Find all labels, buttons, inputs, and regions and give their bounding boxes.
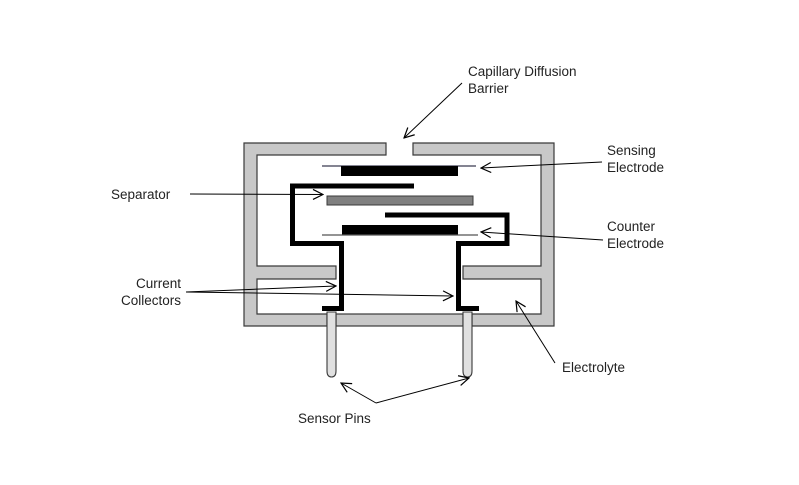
label-counter-line2: Electrode	[607, 236, 664, 251]
label-sensor-pins: Sensor Pins	[298, 411, 371, 426]
counter-electrode-body	[342, 225, 458, 235]
pin-arrow-left	[341, 383, 377, 404]
separator-arrow	[189, 194, 323, 195]
counter-arrow	[481, 232, 604, 241]
pin-arrow-right	[375, 378, 469, 404]
current-collector-right	[385, 212, 510, 311]
collector-arrow-right	[185, 292, 453, 296]
current-collector-left	[290, 183, 414, 311]
labels: Capillary Diffusion Barrier Sensing Elec…	[111, 64, 664, 426]
label-capillary-line1: Capillary Diffusion	[468, 64, 577, 79]
separator	[326, 195, 474, 206]
housing-bottom-middle	[335, 313, 464, 327]
label-sensing-line1: Sensing	[607, 143, 656, 158]
label-electrolyte: Electrolyte	[562, 360, 625, 375]
sensing-arrow	[481, 161, 603, 168]
leader-lines	[185, 82, 604, 404]
sensor-pin-left	[326, 311, 337, 378]
label-capillary-line2: Barrier	[468, 81, 509, 96]
housing-right-part	[412, 142, 555, 327]
collector-arrow-left	[185, 286, 336, 293]
sensor-pin-right	[462, 311, 473, 378]
label-sensing-line2: Electrode	[607, 160, 664, 175]
label-counter-line1: Counter	[607, 219, 656, 234]
label-collectors-line2: Collectors	[121, 293, 181, 308]
sensing-electrode	[322, 165, 476, 176]
capillary-arrow	[404, 82, 463, 138]
sensor-pins	[326, 311, 473, 378]
current-collectors	[290, 183, 510, 311]
label-separator: Separator	[111, 187, 171, 202]
counter-electrode	[322, 225, 478, 236]
sensing-electrode-body	[341, 166, 458, 176]
electrolyte-arrow	[516, 301, 556, 364]
label-collectors-line1: Current	[136, 276, 181, 291]
